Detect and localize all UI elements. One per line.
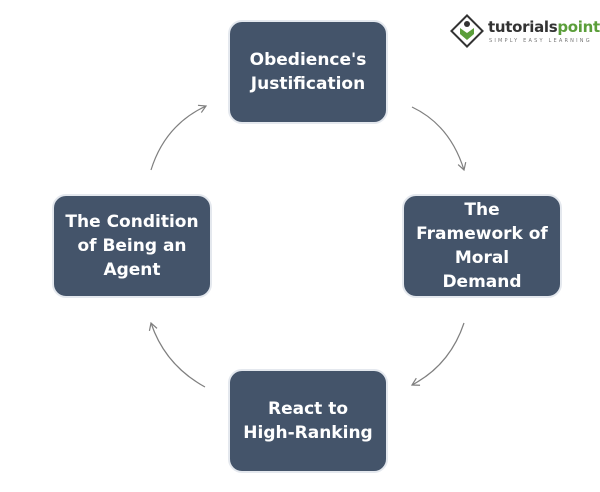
- node-label: The Condition of Being an Agent: [65, 212, 199, 280]
- node-react-to-high-ranking: React to High-Ranking: [228, 369, 388, 473]
- arrow-top-to-right: [411, 106, 467, 172]
- arrow-bottom-to-left: [148, 321, 206, 388]
- node-label: React to High-Ranking: [243, 399, 373, 443]
- logo-tagline: SIMPLY EASY LEARNING: [489, 38, 592, 44]
- arrow-left-to-top: [150, 104, 208, 171]
- node-label: The Framework of Moral Demand: [416, 200, 548, 292]
- logo-diamond-icon: [450, 14, 484, 48]
- node-obediences-justification: Obedience's Justification: [228, 20, 388, 124]
- node-label: Obedience's Justification: [249, 50, 367, 94]
- node-condition-of-being-an-agent: The Condition of Being an Agent: [52, 194, 212, 298]
- arrow-right-to-bottom: [410, 322, 465, 386]
- logo-name-accent: point: [557, 18, 600, 36]
- logo-name: tutorials: [488, 18, 558, 36]
- node-framework-of-moral-demand: The Framework of Moral Demand: [402, 194, 562, 298]
- tutorialspoint-logo: tutorialspoint SIMPLY EASY LEARNING: [450, 14, 600, 54]
